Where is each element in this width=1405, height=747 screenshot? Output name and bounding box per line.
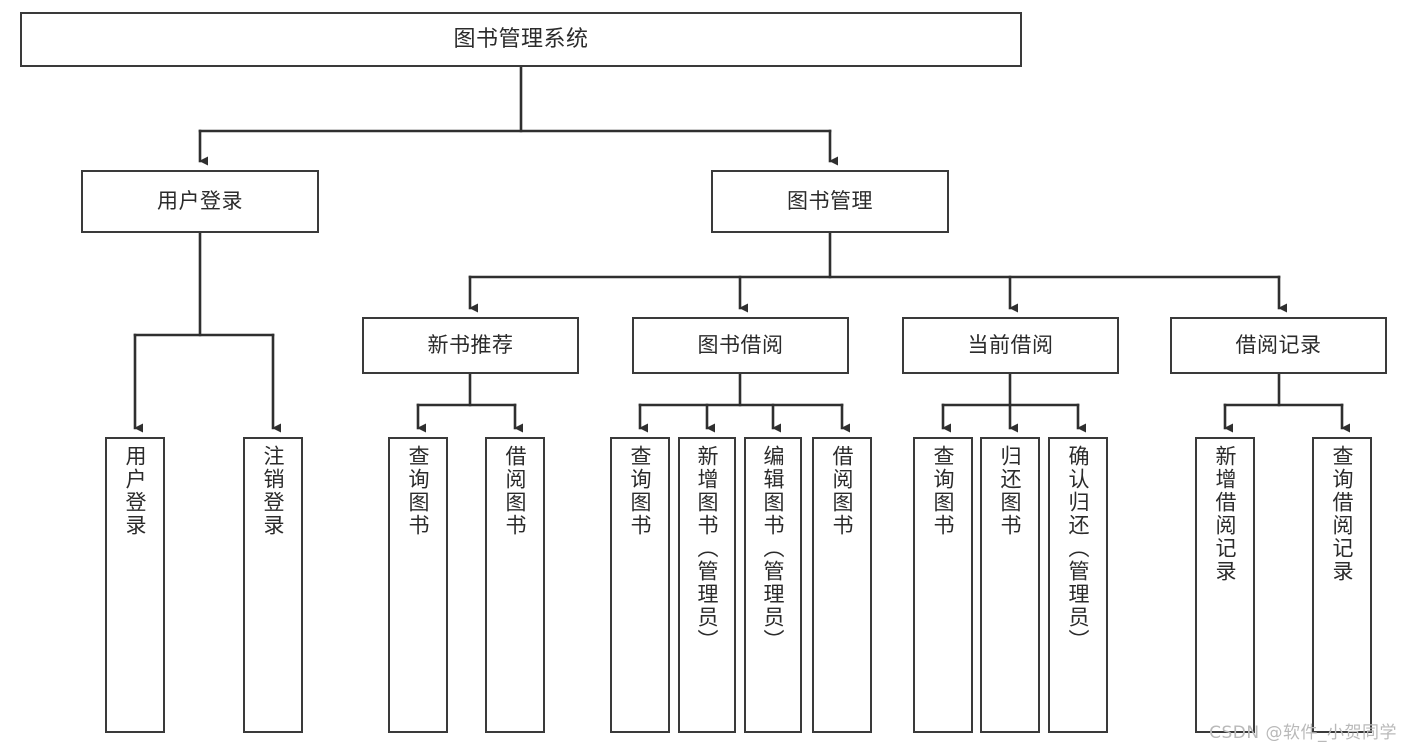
node-root-system[interactable]: 图书管理系统 (20, 12, 1022, 67)
node-label: 当前借阅 (967, 333, 1054, 358)
node-label: 新增借阅记录 (1213, 445, 1238, 583)
node-label: 确认归还（管理员） (1066, 445, 1091, 652)
node-leaf-return-book[interactable]: 归还图书 (980, 437, 1040, 733)
node-label: 图书管理 (787, 189, 873, 214)
node-label: 图书借阅 (697, 333, 784, 358)
node-label: 编辑图书（管理员） (761, 445, 786, 652)
node-label: 新书推荐 (427, 333, 514, 358)
node-new-book-recommend[interactable]: 新书推荐 (362, 317, 579, 374)
node-label: 查询借阅记录 (1330, 445, 1355, 583)
node-label: 查询图书 (406, 445, 431, 537)
csdn-watermark: CSDN @软件_小贺同学 (1209, 723, 1397, 743)
node-leaf-confirm-return[interactable]: 确认归还（管理员） (1048, 437, 1108, 733)
node-user-login[interactable]: 用户登录 (81, 170, 319, 233)
node-leaf-user-login[interactable]: 用户登录 (105, 437, 165, 733)
node-leaf-add-book[interactable]: 新增图书（管理员） (678, 437, 736, 733)
node-label: 借阅记录 (1235, 333, 1322, 358)
node-leaf-borrow-book-1[interactable]: 借阅图书 (485, 437, 545, 733)
node-leaf-borrow-book-2[interactable]: 借阅图书 (812, 437, 872, 733)
node-book-manage[interactable]: 图书管理 (711, 170, 949, 233)
node-label: 图书管理系统 (453, 26, 589, 52)
node-leaf-logout[interactable]: 注销登录 (243, 437, 303, 733)
node-leaf-query-book-3[interactable]: 查询图书 (913, 437, 973, 733)
node-label: 注销登录 (261, 445, 286, 537)
node-label: 查询图书 (628, 445, 653, 537)
node-leaf-edit-book[interactable]: 编辑图书（管理员） (744, 437, 802, 733)
node-leaf-query-record[interactable]: 查询借阅记录 (1312, 437, 1372, 733)
node-book-borrow[interactable]: 图书借阅 (632, 317, 849, 374)
node-label: 用户登录 (157, 189, 243, 214)
node-borrow-record[interactable]: 借阅记录 (1170, 317, 1387, 374)
node-current-borrow[interactable]: 当前借阅 (902, 317, 1119, 374)
node-label: 借阅图书 (503, 445, 528, 537)
node-leaf-query-book-1[interactable]: 查询图书 (388, 437, 448, 733)
node-label: 新增图书（管理员） (695, 445, 720, 652)
node-label: 查询图书 (931, 445, 956, 537)
node-leaf-query-book-2[interactable]: 查询图书 (610, 437, 670, 733)
node-label: 归还图书 (998, 445, 1023, 537)
node-label: 借阅图书 (830, 445, 855, 537)
node-leaf-add-record[interactable]: 新增借阅记录 (1195, 437, 1255, 733)
node-label: 用户登录 (123, 445, 148, 537)
